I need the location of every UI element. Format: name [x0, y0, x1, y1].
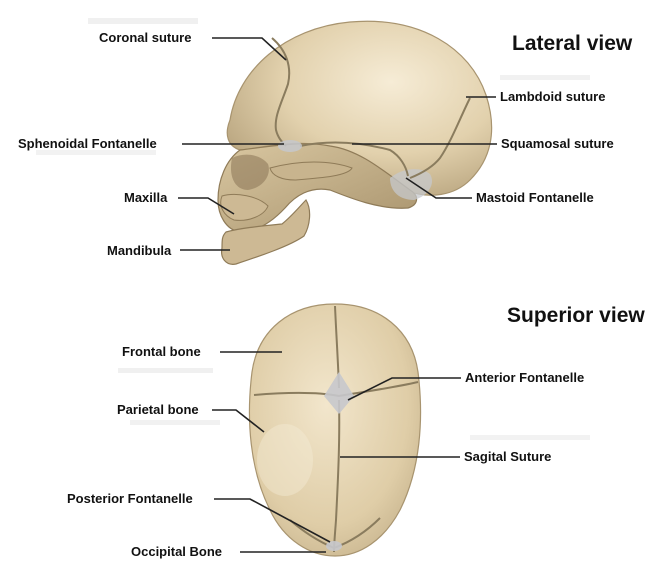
label-mandibula: Mandibula	[107, 243, 172, 258]
label-frontal-bone: Frontal bone	[122, 344, 201, 359]
parietal-eminence	[257, 424, 313, 496]
label-coronal-suture: Coronal suture	[99, 30, 191, 45]
label-squamosal-suture: Squamosal suture	[501, 136, 614, 151]
label-lambdoid-suture: Lambdoid suture	[500, 89, 605, 104]
superior-skull-illustration	[249, 304, 420, 556]
label-parietal-bone: Parietal bone	[117, 402, 199, 417]
lateral-skull-illustration	[218, 21, 492, 264]
posterior-fontanelle-shape	[326, 541, 342, 551]
lateral-view-title: Lateral view	[512, 32, 633, 55]
label-mastoid-fontanelle: Mastoid Fontanelle	[476, 190, 594, 205]
label-sphenoidal-fontanelle: Sphenoidal Fontanelle	[18, 136, 157, 151]
label-posterior-fontanelle: Posterior Fontanelle	[67, 491, 193, 506]
label-sagital-suture: Sagital Suture	[464, 449, 551, 464]
label-occipital-bone: Occipital Bone	[131, 544, 222, 559]
label-maxilla: Maxilla	[124, 190, 168, 205]
sphenoidal-fontanelle-shape	[278, 140, 302, 152]
label-anterior-fontanelle: Anterior Fontanelle	[465, 370, 584, 385]
superior-view-title: Superior view	[507, 304, 645, 327]
